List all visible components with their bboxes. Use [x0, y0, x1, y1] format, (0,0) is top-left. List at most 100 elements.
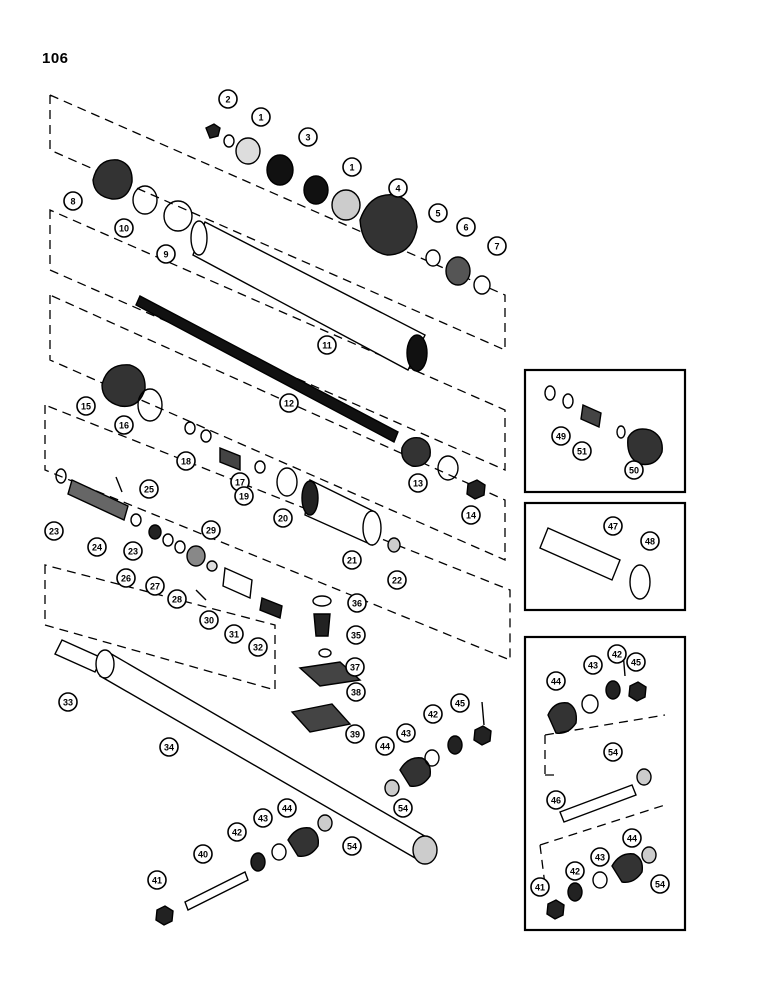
- callout-label: 43: [401, 729, 411, 739]
- inset-box-middle: [523, 501, 687, 612]
- callout-label: 30: [204, 616, 214, 626]
- callout-28: 28: [167, 589, 187, 609]
- callout-label: 1: [258, 113, 263, 123]
- callout-label: 31: [229, 630, 239, 640]
- callout-label: 41: [535, 883, 545, 893]
- callout-10: 10: [114, 218, 134, 238]
- callout-21: 21: [342, 550, 362, 570]
- callout-circle: [248, 637, 268, 657]
- callout-43: 43: [396, 723, 416, 743]
- callout-label: 12: [284, 399, 294, 409]
- callout-layer: 1123456789101112131415161718192021222323…: [44, 89, 670, 897]
- callout-48: 48: [640, 531, 660, 551]
- callout-label: 50: [629, 466, 639, 476]
- callout-44: 44: [277, 798, 297, 818]
- callout-circle: [393, 798, 413, 818]
- callout-54: 54: [342, 836, 362, 856]
- callout-label: 42: [612, 650, 622, 660]
- callout-label: 23: [128, 547, 138, 557]
- callout-circle: [450, 693, 470, 713]
- callout-label: 33: [63, 698, 73, 708]
- group-outlines: [44, 94, 511, 691]
- callout-12: 12: [279, 393, 299, 413]
- callout-label: 44: [282, 804, 292, 814]
- callout-circle: [227, 822, 247, 842]
- callout-label: 43: [595, 853, 605, 863]
- callout-label: 32: [253, 643, 263, 653]
- callout-23: 23: [123, 541, 143, 561]
- callout-51: 51: [572, 441, 592, 461]
- callout-label: 40: [198, 850, 208, 860]
- callout-label: 42: [232, 828, 242, 838]
- callout-circle: [277, 798, 297, 818]
- callout-label: 39: [350, 730, 360, 740]
- callout-circle: [346, 682, 366, 702]
- callout-circle: [607, 644, 627, 664]
- callout-46: 46: [546, 790, 566, 810]
- callout-circle: [456, 217, 476, 237]
- callout-circle: [603, 742, 623, 762]
- callout-label: 54: [398, 804, 408, 814]
- group-outline-valve: [44, 404, 511, 661]
- callout-label: 8: [70, 197, 75, 207]
- callout-label: 17: [235, 478, 245, 488]
- callout-label: 54: [655, 880, 665, 890]
- callout-5: 5: [428, 203, 448, 223]
- callout-35: 35: [346, 625, 366, 645]
- callout-label: 42: [570, 867, 580, 877]
- callout-23: 23: [44, 521, 64, 541]
- callout-label: 13: [413, 479, 423, 489]
- callout-label: 43: [258, 814, 268, 824]
- callout-circle: [428, 203, 448, 223]
- callout-19: 19: [234, 486, 254, 506]
- callout-circle: [317, 335, 337, 355]
- callout-34: 34: [159, 737, 179, 757]
- callout-circle: [234, 486, 254, 506]
- group-outline-lower: [49, 293, 506, 561]
- callout-9: 9: [156, 244, 176, 264]
- callout-circle: [176, 451, 196, 471]
- inset-box-top: [523, 368, 687, 494]
- callout-8: 8: [63, 191, 83, 211]
- callout-circle: [603, 516, 623, 536]
- callout-label: 4: [395, 184, 400, 194]
- callout-49: 49: [551, 426, 571, 446]
- callout-label: 7: [494, 242, 499, 252]
- callout-circle: [201, 520, 221, 540]
- callout-circle: [347, 593, 367, 613]
- callout-6: 6: [456, 217, 476, 237]
- callout-circle: [253, 808, 273, 828]
- callout-33: 33: [58, 692, 78, 712]
- callout-circle: [423, 704, 443, 724]
- callout-circle: [388, 178, 408, 198]
- callout-label: 44: [380, 742, 390, 752]
- callout-label: 44: [627, 834, 637, 844]
- callout-circle: [123, 541, 143, 561]
- inset-box-bottom: [523, 635, 687, 932]
- callout-22: 22: [387, 570, 407, 590]
- callout-14: 14: [461, 505, 481, 525]
- callout-label: 45: [631, 658, 641, 668]
- callout-label: 9: [163, 250, 168, 260]
- callout-label: 15: [81, 402, 91, 412]
- callout-42: 42: [565, 861, 585, 881]
- callout-42: 42: [423, 704, 443, 724]
- callout-circle: [345, 657, 365, 677]
- callout-label: 29: [206, 526, 216, 536]
- callout-label: 45: [455, 699, 465, 709]
- callout-45: 45: [626, 652, 646, 672]
- callout-32: 32: [248, 637, 268, 657]
- callout-31: 31: [224, 624, 244, 644]
- callout-label: 16: [119, 421, 129, 431]
- callout-circle: [640, 531, 660, 551]
- callout-label: 21: [347, 556, 357, 566]
- callout-25: 25: [139, 479, 159, 499]
- callout-circle: [273, 508, 293, 528]
- callout-circle: [345, 724, 365, 744]
- callout-label: 35: [351, 631, 361, 641]
- callout-circle: [218, 89, 238, 109]
- callout-2: 2: [218, 89, 238, 109]
- callout-circle: [346, 625, 366, 645]
- callout-44: 44: [622, 828, 642, 848]
